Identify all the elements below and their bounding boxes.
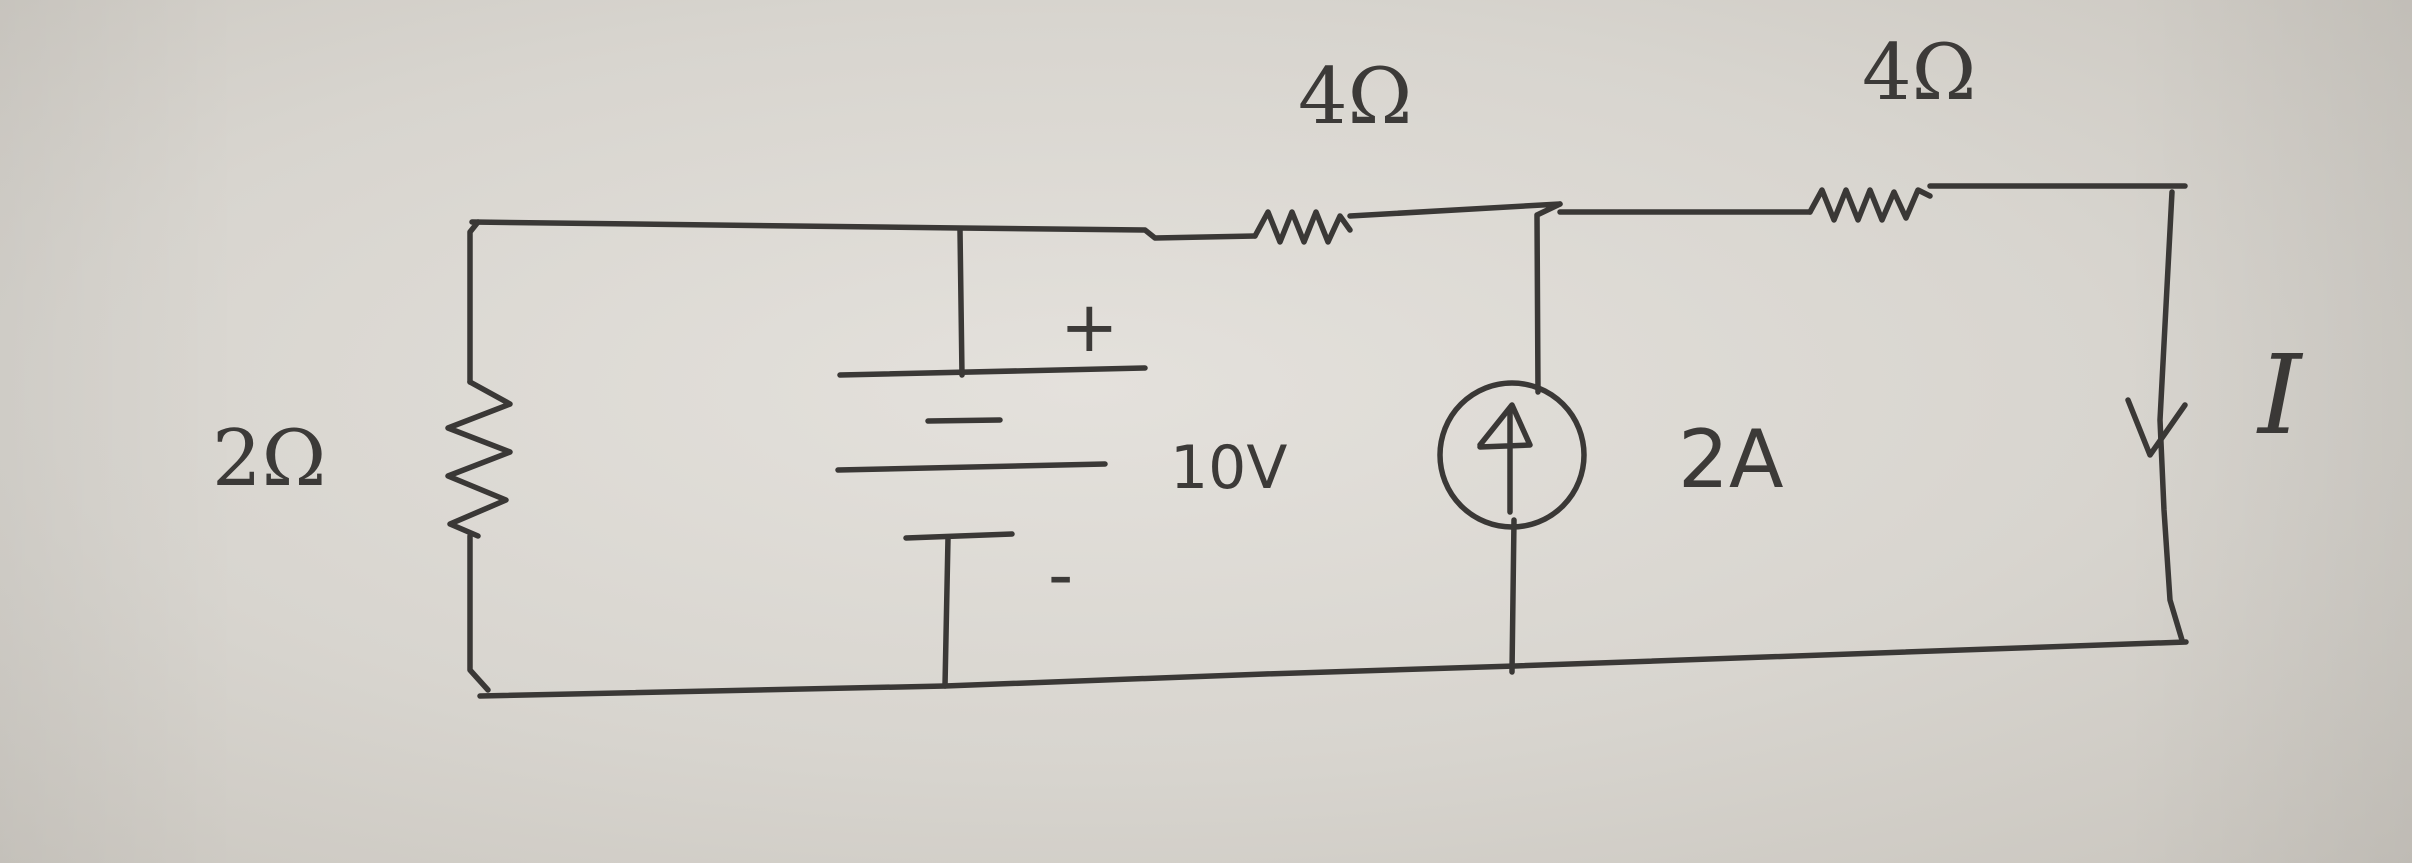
voltage-source-plus-sign: +	[1060, 286, 1119, 368]
voltage-source-plate-2	[925, 417, 1003, 424]
voltage-source-label: 10V	[1170, 433, 1288, 503]
voltage-source-minus-sign: -	[1048, 534, 1074, 616]
resistor-top-left-label: 4Ω	[1298, 52, 1413, 142]
wire-top-middle	[1347, 201, 1563, 219]
voltage-source-lead-top	[957, 227, 965, 378]
current-source-arrow-icon	[1477, 402, 1533, 515]
resistor-top-right-label: 4Ω	[1862, 28, 1977, 118]
wire-middle-top	[1534, 201, 1563, 395]
wire-left-bottom	[467, 533, 491, 693]
current-i-label: I	[2258, 331, 2302, 459]
voltage-source-lead-bottom	[942, 535, 951, 689]
resistor-top-left	[1252, 209, 1353, 245]
wire-right-branch	[2157, 189, 2185, 643]
current-source-label: 2A	[1678, 413, 1784, 506]
current-i-arrow-icon	[2125, 397, 2188, 458]
voltage-source-plate-1	[837, 365, 1148, 378]
wire-left-top	[467, 219, 481, 385]
voltage-source-plate-3	[835, 461, 1108, 473]
wire-middle-bottom	[1509, 517, 1517, 675]
voltage-source-plate-4	[903, 531, 1015, 541]
wire-bottom	[477, 639, 2189, 699]
resistor-left-label: 2Ω	[212, 414, 327, 504]
wire-top-left	[469, 219, 1258, 241]
resistor-left	[445, 379, 513, 539]
resistor-top-right	[1807, 187, 1933, 223]
